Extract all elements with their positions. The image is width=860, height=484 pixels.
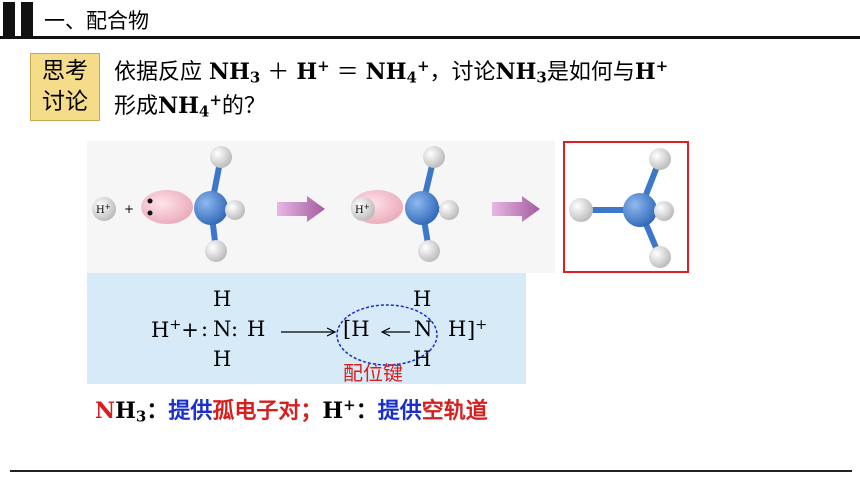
h-ion-sphere	[351, 197, 375, 221]
lewis-h-right: H	[247, 317, 266, 341]
hydrogen-atom	[649, 148, 671, 170]
h-ion-label: H+	[355, 203, 370, 216]
hydrogen-atom	[654, 201, 674, 221]
h-ion-sphere	[92, 197, 116, 221]
tag-line2: 讨论	[42, 89, 88, 115]
lewis-h-ion: H++	[151, 317, 199, 342]
hydrogen-atom	[649, 246, 671, 268]
nitrogen-atom	[623, 193, 657, 227]
coordinate-bond-label: 配位键	[343, 361, 403, 385]
bottom-divider	[10, 470, 852, 472]
hydrogen-atom	[225, 200, 245, 220]
conclusion: NH3：提供孤电子对；H+：提供空轨道	[95, 395, 488, 426]
nitrogen-atom	[194, 191, 228, 225]
lewis-colon: :	[201, 317, 209, 341]
yield-arrow	[281, 327, 337, 337]
question-line-2: 形成NH4+的？	[114, 90, 266, 121]
lewis-h-top-2: H	[413, 287, 432, 311]
lewis-h-bottom: H	[213, 347, 232, 371]
plus-sign: +	[124, 202, 134, 216]
ammonium-svg	[569, 148, 674, 268]
lewis-bracket-open: [H	[343, 317, 370, 341]
lewis-h-top: H	[213, 287, 232, 311]
reaction-arrow	[277, 196, 325, 222]
electron-dot	[147, 198, 153, 204]
lewis-bracket-close: ]+	[467, 317, 488, 342]
reaction-diagram: H+ + H+	[87, 141, 555, 273]
electron-dot	[147, 210, 153, 216]
nitrogen-atom	[405, 191, 439, 225]
think-discuss-tag: 思考讨论	[30, 53, 100, 121]
ammonium-product-box	[563, 141, 689, 273]
hydrogen-atom	[423, 146, 445, 168]
lewis-n-2: N	[414, 317, 433, 341]
header-accent-bar-2	[21, 2, 33, 36]
hydrogen-atom	[210, 146, 232, 168]
question-line-1: 依据反应 NH3 ＋ H+ ＝ NH4+，讨论NH3是如何与H+	[114, 56, 669, 87]
hydrogen-atom	[205, 240, 227, 262]
coordinate-bond-highlight	[336, 304, 438, 366]
lone-pair-orbital	[141, 190, 193, 224]
lewis-h-3: H	[448, 317, 467, 341]
reaction-svg: H+ + H+	[92, 146, 540, 262]
hydrogen-atom	[439, 200, 459, 220]
lewis-colon-2: :	[231, 317, 239, 341]
header-accent-bar	[3, 2, 15, 36]
h-ion-label: H+	[96, 203, 111, 216]
reaction-arrow	[492, 196, 540, 222]
header-divider	[0, 36, 860, 39]
hydrogen-atom	[569, 198, 593, 222]
tag-line1: 思考	[42, 58, 88, 84]
coordinate-bond-arrow	[380, 327, 410, 337]
lewis-structure: H H++ : N : H H H [H N H ]+ H	[87, 273, 526, 384]
hydrogen-atom	[418, 240, 440, 262]
lewis-n: N	[213, 317, 232, 341]
page-title: 一、配合物	[44, 9, 149, 33]
